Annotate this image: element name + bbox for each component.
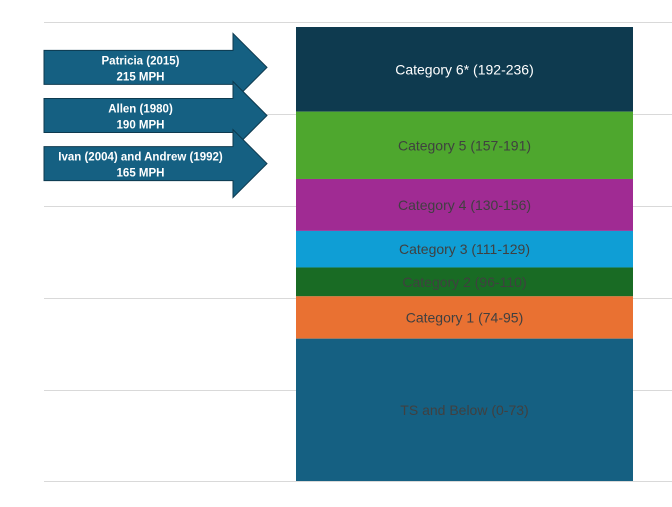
category-band [296, 178, 633, 231]
category-band-label: Category 2 (96-110) [402, 274, 526, 290]
storm-arrow [43, 80, 268, 151]
category-band-label: Category 1 (74-95) [406, 309, 524, 325]
category-band [296, 296, 633, 339]
category-band-label: TS and Below (0-73) [400, 402, 528, 418]
category-band-label: Category 4 (130-156) [398, 197, 531, 213]
storm-wind-label: 165 MPH [117, 168, 165, 180]
category-band-label: Category 5 (157-191) [398, 137, 531, 153]
storm-wind-label: 215 MPH [117, 71, 165, 83]
category-band [296, 338, 633, 481]
storm-wind-label: 190 MPH [117, 119, 165, 131]
category-band [296, 267, 633, 297]
category-band-label: Category 3 (111-129) [399, 241, 530, 257]
storm-arrow [43, 32, 268, 103]
storm-annotations: Patricia (2015) 215 MPH Allen (1980) 190 MP… [43, 32, 268, 199]
category-band [296, 230, 633, 268]
storm-name-label: Allen (1980) [108, 103, 173, 115]
category-band [296, 27, 633, 112]
storm-name-label: Ivan (2004) and Andrew (1992) [58, 152, 223, 164]
storm-arrow [43, 128, 268, 199]
category-bands: Category 6* (192-236) Category 5 (157-191… [296, 27, 633, 481]
storm-name-label: Patricia (2015) [102, 55, 180, 67]
category-band [296, 111, 633, 179]
category-band-label: Category 6* (192-236) [395, 61, 534, 77]
